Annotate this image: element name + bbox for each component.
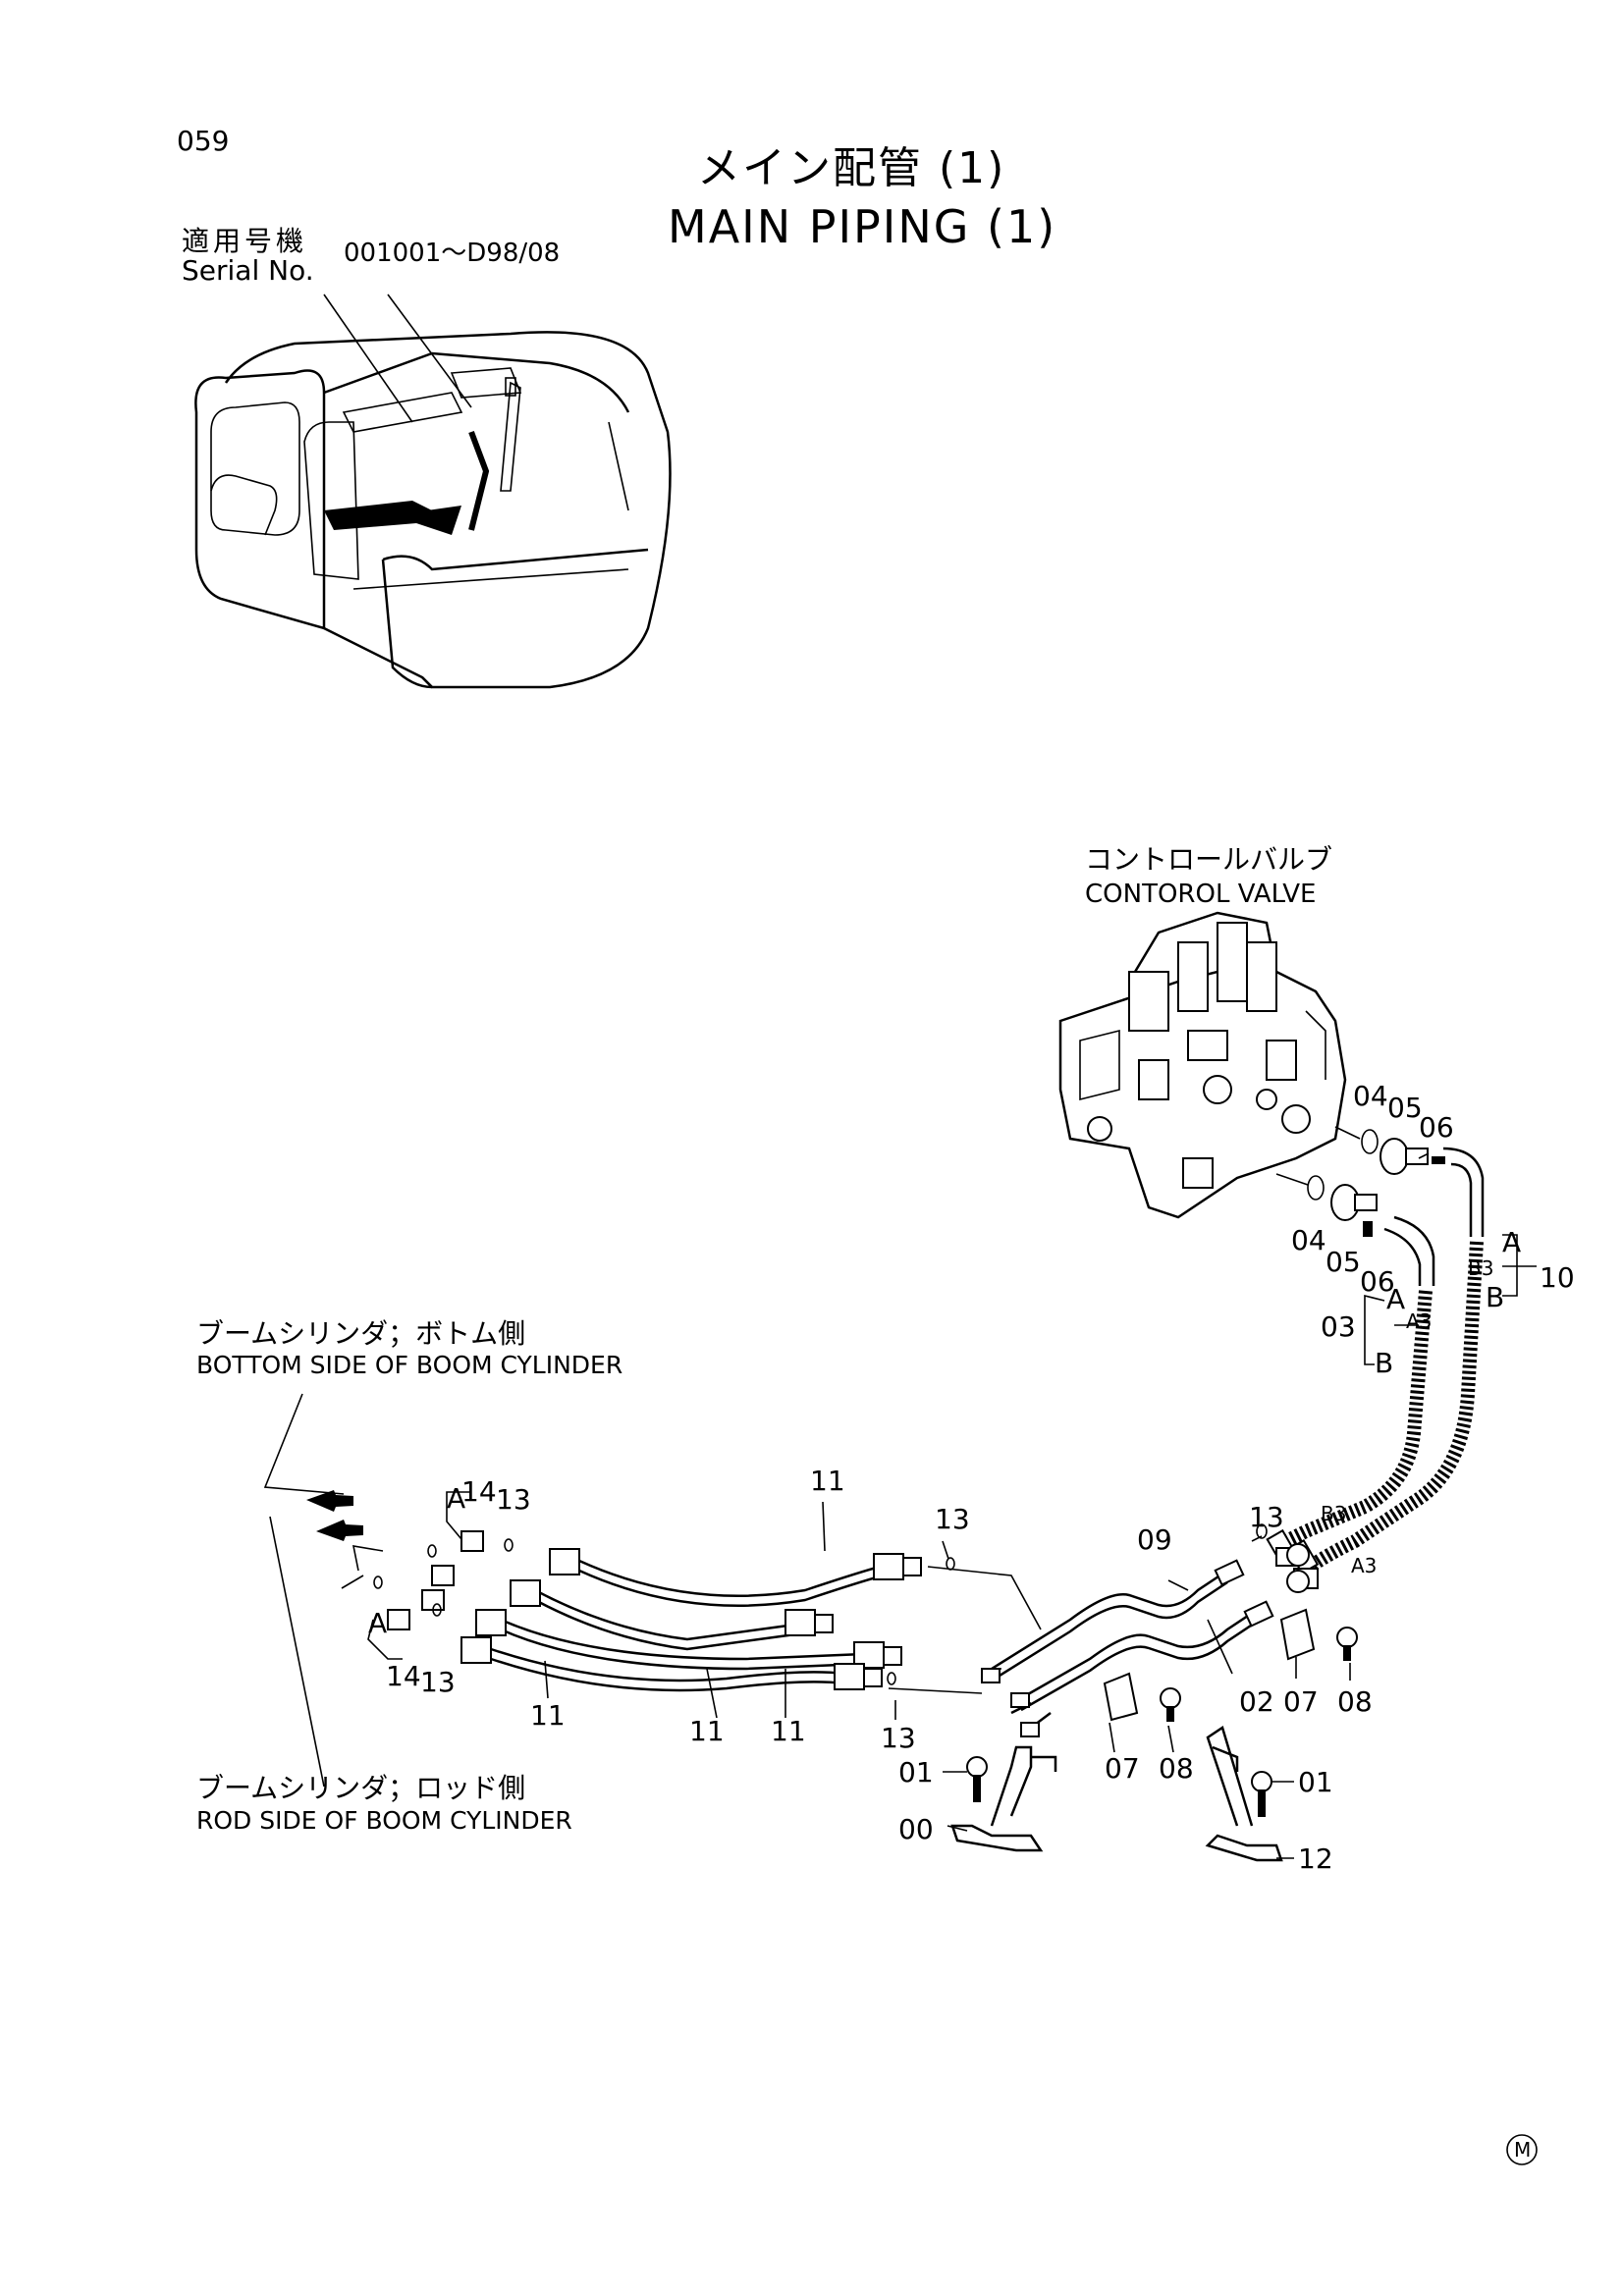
serial-number-range: 001001～D98/08	[344, 239, 561, 268]
steel-pipes-09-02	[981, 1559, 1274, 1737]
part-number-label: 01	[1298, 1766, 1333, 1798]
port-label: A3	[1406, 1309, 1433, 1333]
part-number-label: 13	[881, 1722, 916, 1754]
part-number-label: 14	[461, 1475, 497, 1508]
bottom-side-label-english: BOTTOM SIDE OF BOOM CYLINDER	[196, 1351, 623, 1379]
page-number: 059	[177, 125, 230, 157]
part-number-label: 13	[1249, 1501, 1284, 1533]
hose-assembly-10-and-03	[1256, 1241, 1484, 1593]
part-number-label: 09	[1137, 1523, 1172, 1556]
part-number-label: 11	[689, 1715, 725, 1747]
part-number-label: 11	[530, 1699, 566, 1732]
part-number-label: 04	[1291, 1224, 1326, 1256]
port-label: B3	[1321, 1502, 1347, 1525]
port-label: A	[1502, 1226, 1522, 1258]
serial-label-english: Serial No.	[182, 254, 314, 287]
excavator-overview-illustration	[194, 294, 672, 689]
part-number-label: 07	[1283, 1685, 1319, 1718]
part-number-label: 11	[771, 1715, 806, 1747]
part-number-label: 14	[386, 1660, 421, 1692]
brackets-and-bolts	[950, 1726, 1283, 1862]
part-number-label: 01	[898, 1756, 934, 1789]
part-number-label: 08	[1337, 1685, 1373, 1718]
part-number-label: 13	[496, 1483, 531, 1516]
part-number-label: 05	[1387, 1092, 1423, 1124]
part-number-label: 06	[1419, 1111, 1454, 1144]
port-label: B	[1375, 1347, 1394, 1379]
port-label: B3	[1468, 1256, 1494, 1280]
hoses-11	[460, 1548, 1042, 1694]
valve-fittings	[1275, 1126, 1485, 1286]
clamps-and-bolts	[1103, 1608, 1358, 1722]
port-label: A3	[1351, 1554, 1378, 1577]
control-valve-label-japanese: コントロールバルブ	[1085, 843, 1333, 876]
page-title-english: MAIN PIPING (1)	[668, 200, 1057, 253]
port-label: A	[447, 1482, 466, 1515]
control-valve-label-english: CONTOROL VALVE	[1085, 880, 1317, 909]
left-fittings-14-13	[341, 1491, 955, 1685]
part-number-label: 05	[1325, 1246, 1361, 1278]
part-number-label: 08	[1159, 1752, 1194, 1785]
part-number-label: 02	[1239, 1685, 1274, 1718]
part-number-label: 00	[898, 1813, 934, 1845]
page-title-japanese: メイン配管 (1)	[697, 143, 1006, 193]
part-number-label: 11	[810, 1465, 845, 1497]
control-valve-illustration	[1058, 911, 1347, 1219]
rod-side-label-japanese: ブームシリンダ；ロッド側	[196, 1772, 526, 1804]
leader-lines	[544, 1152, 1537, 1859]
part-number-label: 10	[1540, 1261, 1575, 1294]
m-mark: M	[1514, 2138, 1532, 2162]
port-label: A	[1386, 1283, 1406, 1315]
m-mark-circle	[1506, 2134, 1538, 2165]
part-number-label: 13	[420, 1666, 456, 1698]
part-number-label: 03	[1321, 1310, 1356, 1343]
port-label: A	[368, 1607, 388, 1639]
part-number-label: 12	[1298, 1842, 1333, 1875]
part-number-label: 04	[1353, 1080, 1388, 1112]
part-number-label: 13	[935, 1503, 970, 1535]
boom-cylinder-arrows	[263, 1393, 363, 1788]
serial-label-japanese: 適用号機	[182, 225, 308, 257]
rod-side-label-english: ROD SIDE OF BOOM CYLINDER	[196, 1806, 572, 1835]
port-label: B	[1486, 1281, 1505, 1313]
part-number-label: 06	[1360, 1265, 1395, 1298]
bottom-side-label-japanese: ブームシリンダ；ボトム側	[196, 1317, 526, 1350]
part-number-label: 07	[1105, 1752, 1140, 1785]
